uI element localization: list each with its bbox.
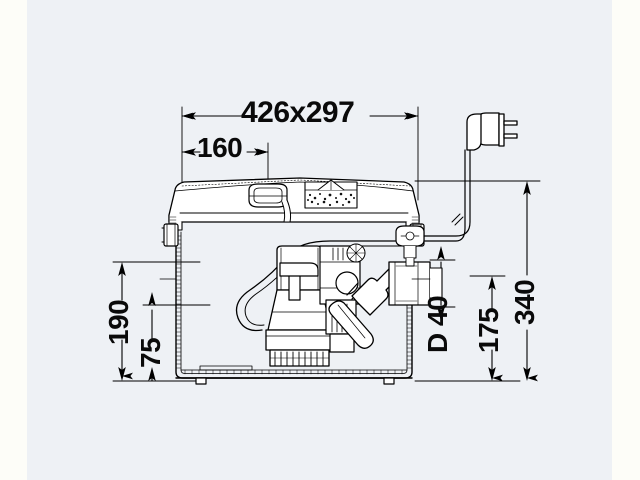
filter-granules	[307, 192, 355, 207]
carbon-vent-filter	[304, 179, 358, 209]
dim-label-inlet-height: 190	[103, 299, 134, 345]
drawing-background	[27, 0, 612, 480]
tank-feet	[195, 365, 395, 385]
dim-label-outlet-height: 175	[473, 307, 504, 353]
lid-hose-connector	[248, 183, 292, 223]
dimension-arrowheads	[118, 112, 531, 381]
dim-label-overall-width: 426x297	[241, 96, 355, 129]
dim-label-inlet-offset: 160	[197, 132, 243, 163]
lid-texture	[181, 179, 411, 187]
outlet-assembly	[351, 261, 443, 316]
dim-label-lower-inlet-height: 75	[135, 337, 166, 368]
pump-discharge-elbow	[279, 262, 319, 301]
power-cable	[423, 149, 471, 242]
float-switch	[328, 300, 374, 349]
pump-strainer-base	[269, 351, 330, 367]
dim-label-overall-height: 340	[509, 279, 540, 325]
tank-lid	[168, 177, 420, 231]
reference-lines	[159, 278, 431, 306]
adjust-knob	[346, 243, 366, 263]
inlet-port	[161, 223, 179, 247]
dim-label-outlet-diameter: D 40	[422, 295, 453, 353]
non-return-valve	[395, 225, 425, 267]
power-plug	[466, 112, 518, 151]
